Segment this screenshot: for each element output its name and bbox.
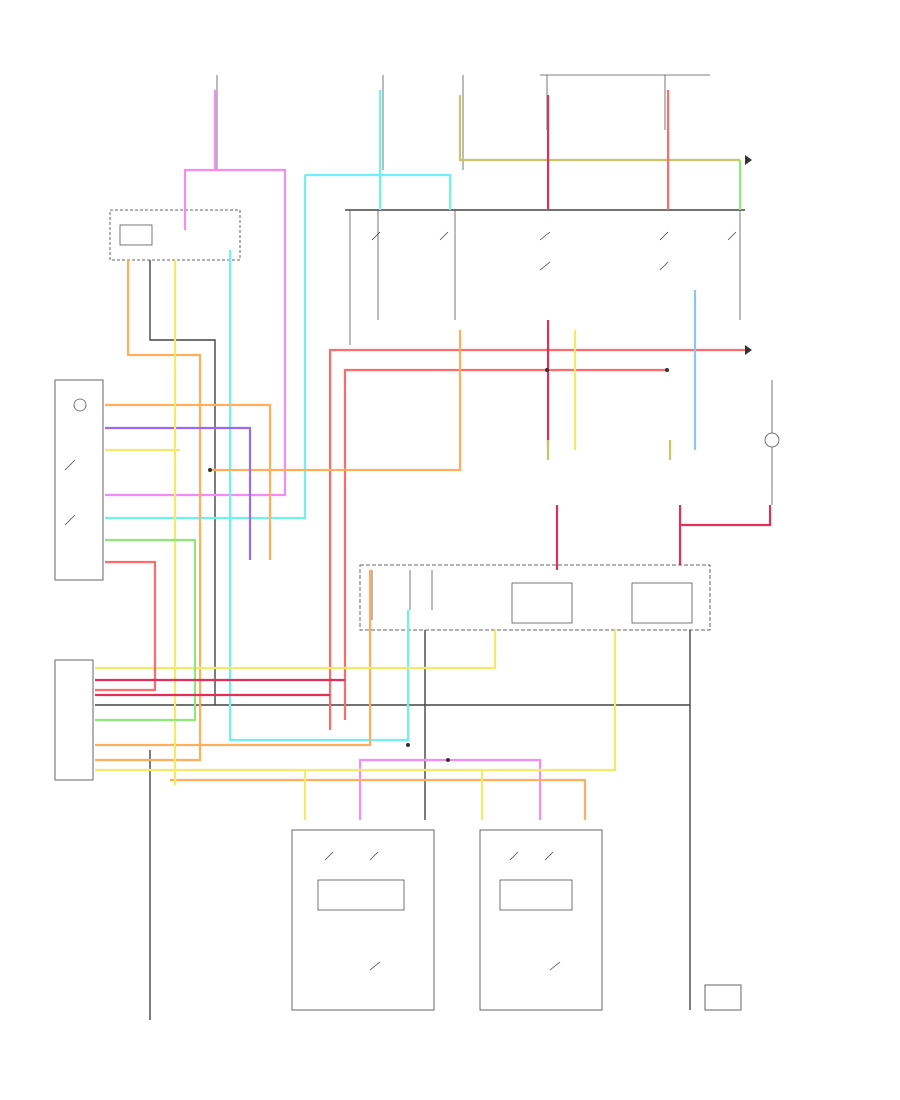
arrow-marks xyxy=(745,155,752,355)
headlamp-relay-box xyxy=(109,209,241,261)
ground-harness xyxy=(95,260,691,1020)
left-headlamp-motor xyxy=(291,829,435,1011)
wire-green xyxy=(95,538,197,722)
retractor-relay-block xyxy=(359,564,711,631)
wire-pink xyxy=(183,90,217,230)
wire-yellow xyxy=(95,630,617,772)
wire-pink xyxy=(105,168,287,497)
colored-wires xyxy=(95,90,772,820)
combination-switch xyxy=(54,379,104,581)
wire-cyan xyxy=(228,250,410,742)
wire-red xyxy=(95,560,157,692)
right-headlamp-motor xyxy=(479,829,603,1011)
relay-block-bus xyxy=(345,209,745,345)
ground-box xyxy=(704,984,742,1011)
wire-red xyxy=(680,505,772,527)
wire-purple xyxy=(105,426,252,560)
switch-symbols xyxy=(64,231,737,971)
wire-olive xyxy=(458,95,740,162)
power-feeds xyxy=(216,74,710,170)
wire-orange xyxy=(105,403,272,560)
wire-cyan xyxy=(105,175,307,520)
wire-cyan xyxy=(305,173,452,210)
lamp-symbol xyxy=(764,432,780,448)
wire-red xyxy=(343,368,668,720)
wire-orange xyxy=(95,260,202,762)
wire-orange xyxy=(170,778,587,820)
wire-orange xyxy=(95,570,372,747)
wire-orange xyxy=(210,330,462,472)
junction-dots xyxy=(208,368,669,762)
headlamp-connector xyxy=(54,659,94,781)
wire-red xyxy=(328,348,745,730)
wire-yellow xyxy=(95,630,497,670)
